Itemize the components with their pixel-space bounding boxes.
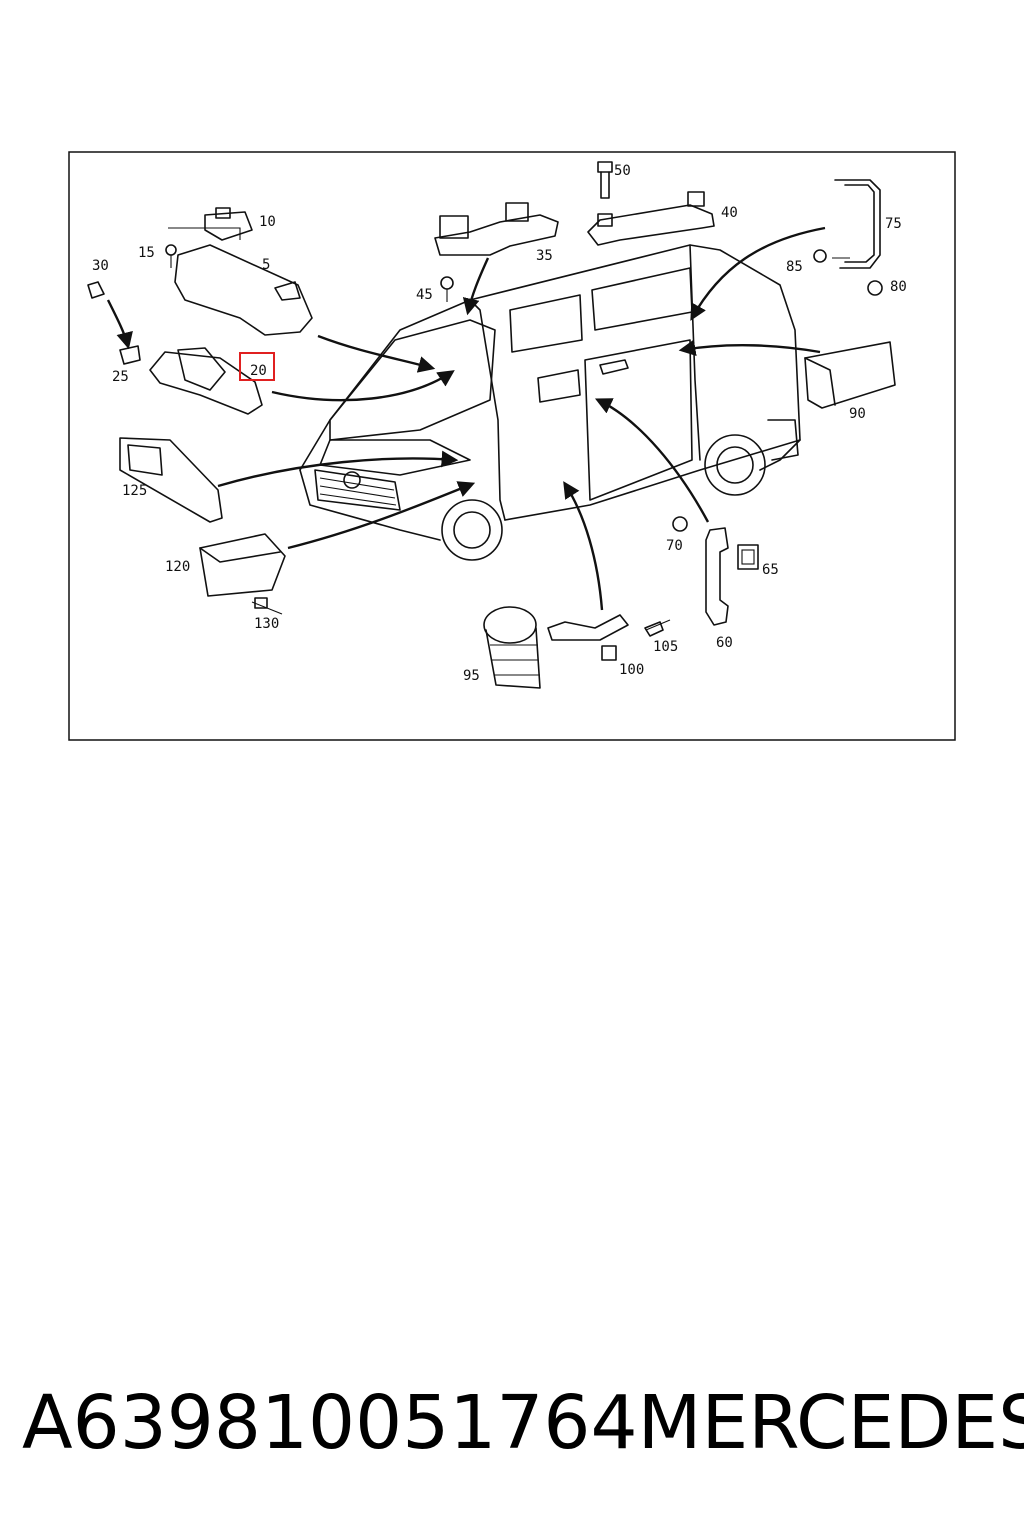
label-80: 80: [890, 279, 907, 295]
part-screw-80-85: [813, 249, 883, 296]
part-strap-100: [547, 614, 629, 661]
part-screw-70: [672, 516, 688, 532]
footer-caption: A639810051764 MERCEDES: [22, 1378, 1024, 1468]
label-50: 50: [614, 163, 631, 179]
part-sun-visor: [174, 244, 313, 336]
part-number: A639810051764: [22, 1380, 638, 1466]
label-10: 10: [259, 214, 276, 230]
part-bolt-50: [597, 161, 613, 199]
label-65: 65: [762, 562, 779, 578]
label-95: 95: [463, 668, 480, 684]
part-visor-holder: [87, 281, 141, 365]
diagram-frame: [68, 151, 956, 741]
leader-arrows: [106, 226, 850, 631]
label-40: 40: [721, 205, 738, 221]
label-100: 100: [619, 662, 644, 678]
label-85: 85: [786, 259, 803, 275]
label-70: 70: [666, 538, 683, 554]
part-clip: [204, 207, 253, 241]
part-tray-125: [119, 437, 223, 523]
label-105: 105: [653, 639, 678, 655]
part-rivet-105: [644, 621, 664, 637]
label-15: 15: [138, 245, 155, 261]
part-grab-handle-35: [434, 202, 559, 256]
label-35: 35: [536, 248, 553, 264]
part-tray-90: [804, 341, 896, 409]
label-5: 5: [262, 257, 270, 273]
part-hose-95: [483, 606, 541, 689]
part-handle-75: [834, 179, 881, 269]
label-75: 75: [885, 216, 902, 232]
brand-name: MERCEDES: [637, 1380, 1024, 1466]
highlight-box: [239, 352, 275, 381]
part-grab-handle-40: [587, 191, 715, 246]
callout-labels: 5 10 15 20 25 30 35 40 45 50 60 65 70 75…: [92, 163, 907, 684]
label-120: 120: [165, 559, 190, 575]
part-handle-60: [705, 527, 729, 626]
label-90: 90: [849, 406, 866, 422]
van-illustration: [299, 244, 801, 561]
part-screw-45: [440, 276, 454, 302]
part-cover-65: [737, 544, 759, 570]
label-60: 60: [716, 635, 733, 651]
part-screw-15: [165, 244, 177, 268]
label-25: 25: [112, 369, 129, 385]
label-125: 125: [122, 483, 147, 499]
part-glovebox-120: [199, 533, 286, 597]
part-mirror-strap: [149, 347, 263, 415]
part-clip-130: [254, 597, 268, 609]
label-130: 130: [254, 616, 279, 632]
label-30: 30: [92, 258, 109, 274]
label-45: 45: [416, 287, 433, 303]
label-20: 20: [250, 363, 267, 379]
